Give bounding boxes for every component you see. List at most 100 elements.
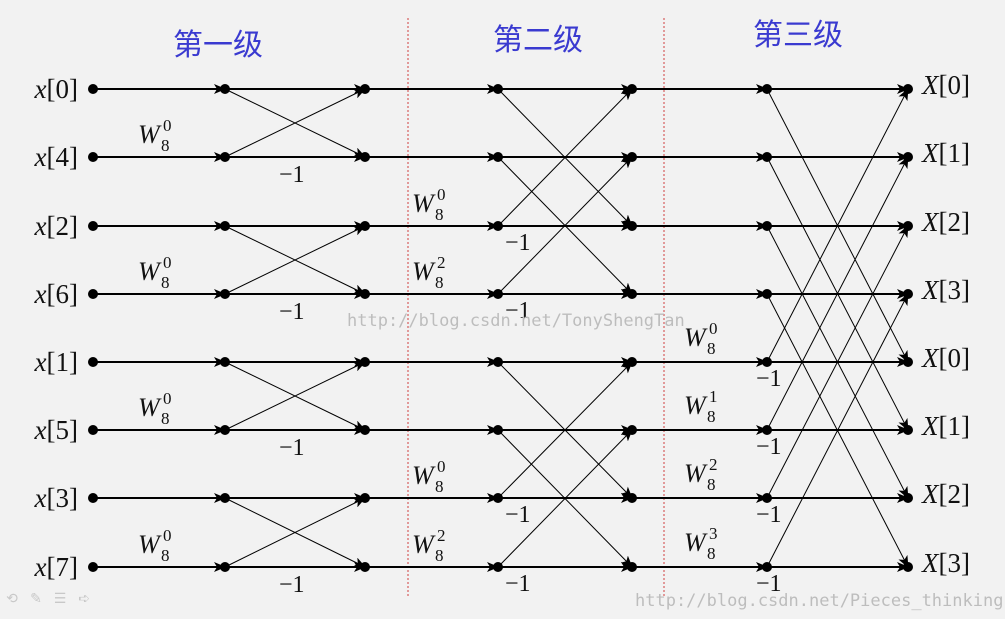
twiddle-stage2-exp: 2 [437,253,446,272]
minus-one-label: −1 [756,366,782,392]
node [903,493,913,503]
twiddle-stage3-exp: 3 [709,524,718,543]
node [903,152,913,162]
node [493,357,503,367]
rotate-left-icon[interactable]: ⟲ [6,591,18,607]
twiddle-stage3-exp: 0 [709,319,718,338]
twiddle-stage1-exp: 0 [163,253,172,272]
output-label: X[0] [921,70,970,100]
input-label: x[6] [34,279,78,309]
node [762,221,772,231]
node [360,152,370,162]
watermark-text: http://blog.csdn.net/Pieces_thinking [635,591,1003,611]
stage-dividers [407,18,665,598]
input-label: x[0] [34,74,78,104]
node [493,425,503,435]
node [220,562,230,572]
node [88,289,98,299]
butterfly-wire [224,88,366,158]
node [360,562,370,572]
node [627,562,637,572]
output-label: X[0] [921,343,970,373]
node [762,493,772,503]
twiddle-stage3: W [684,323,708,352]
stage-titles: 第一级第二级第三级 [173,18,843,63]
pen-icon[interactable]: ✎ [30,591,42,607]
node [762,562,772,572]
node [88,152,98,162]
node [493,562,503,572]
node [762,84,772,94]
twiddle-stage1-n: 8 [161,136,170,155]
twiddle-stage1-n: 8 [161,409,170,428]
butterfly-wire [497,429,633,568]
twiddle-stage3-exp: 1 [709,387,718,406]
node [88,84,98,94]
node [903,221,913,231]
input-label: x[1] [34,347,78,377]
node [220,221,230,231]
twiddle-stage2-exp: 2 [437,526,446,545]
node [88,493,98,503]
minus-one-label: −1 [505,230,531,256]
twiddle-stage1: W [138,120,162,149]
node [360,425,370,435]
node [88,221,98,231]
node [903,562,913,572]
input-label: x[5] [34,415,78,445]
butterfly-wire [766,156,909,431]
input-label: x[7] [34,552,78,582]
twiddle-stage2-n: 8 [435,273,444,292]
input-label: x[2] [34,211,78,241]
node [903,289,913,299]
butterfly-wire [497,88,633,227]
node [493,289,503,299]
twiddle-stage3: W [684,459,708,488]
butterfly-wire [766,88,909,363]
twiddle-stage2-n: 8 [435,546,444,565]
labels: x[0]x[4]x[2]x[6]x[1]x[5]x[3]x[7]X[0]X[1]… [34,70,970,598]
butterfly-wire [224,225,366,295]
butterfly-wire [224,361,366,431]
node [88,562,98,572]
output-label: X[3] [921,275,970,305]
twiddle-stage2: W [412,461,436,490]
minus-one-label: −1 [756,434,782,460]
butterfly-wire [224,497,366,568]
watermarks: http://blog.csdn.net/TonyShengTanhttp://… [347,311,1003,611]
wires [93,84,909,572]
node [903,425,913,435]
twiddle-stage2-exp: 0 [437,457,446,476]
twiddle-stage1: W [138,257,162,286]
node [627,425,637,435]
twiddle-stage3-exp: 2 [709,455,718,474]
stage-title-3: 第三级 [753,18,843,53]
input-label: x[4] [34,142,78,172]
node [762,289,772,299]
output-label: X[1] [921,138,970,168]
minus-one-label: −1 [279,572,305,598]
menu-icon[interactable]: ☰ [53,591,67,607]
minus-one-label: −1 [505,502,531,528]
node [493,84,503,94]
output-label: X[3] [921,548,970,578]
node [627,152,637,162]
output-label: X[2] [921,207,970,237]
node [360,221,370,231]
twiddle-stage3-n: 8 [707,475,716,494]
nodes [88,84,913,572]
node [220,493,230,503]
minus-one-label: −1 [505,298,531,324]
node [360,357,370,367]
twiddle-stage3: W [684,391,708,420]
butterfly-wire [497,361,633,499]
twiddle-stage3-n: 8 [707,339,716,358]
twiddle-stage1-exp: 0 [163,526,172,545]
twiddle-stage1-exp: 0 [163,389,172,408]
node [360,84,370,94]
butterfly-wire [766,225,909,499]
forward-icon[interactable]: ➪ [78,591,90,607]
node [762,425,772,435]
stage-title-1: 第一级 [173,28,263,63]
node [627,289,637,299]
